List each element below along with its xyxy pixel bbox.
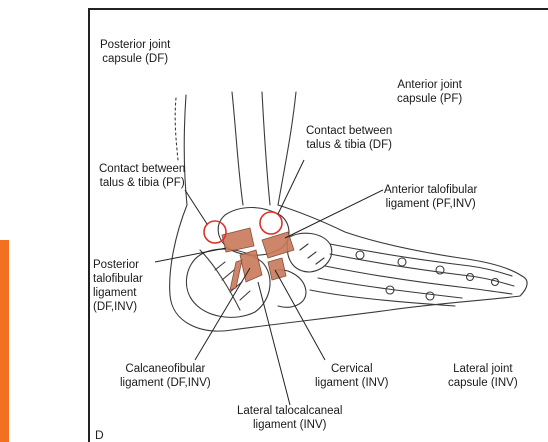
- ligaments: [222, 228, 294, 290]
- panel-corner-mark: D: [95, 428, 104, 442]
- contact-circle-pf: [204, 221, 226, 243]
- contact-circle-df: [260, 212, 282, 234]
